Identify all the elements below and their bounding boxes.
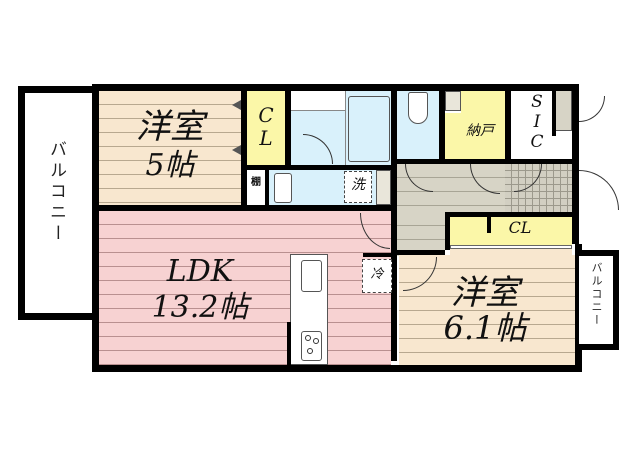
wall-wet-bottom <box>391 159 579 164</box>
wall-closet1-bottom <box>241 165 391 170</box>
wall-closet2-top <box>445 212 578 217</box>
closet-door-marker <box>232 145 241 155</box>
kitchen-sink <box>301 260 322 292</box>
wall-right-lower <box>575 244 582 372</box>
wall-room6-top <box>397 250 445 255</box>
wall-left <box>92 84 99 372</box>
fridge-space <box>362 259 392 293</box>
ldk-name: LDK <box>166 254 234 289</box>
balcony-left-label: バルコニー <box>46 140 66 245</box>
ldk-size: 13.2帖 <box>151 290 249 325</box>
pipe-space <box>376 170 391 205</box>
washer-label: 洗 <box>351 177 365 193</box>
western-room-5 <box>99 91 241 205</box>
bathtub <box>348 96 390 162</box>
closet-2 <box>450 217 572 245</box>
wall-storage-right <box>505 91 511 161</box>
storage-label: 納戸 <box>466 123 494 139</box>
closet-door-marker <box>232 100 241 110</box>
western-room-6-size: 6.1帖 <box>443 309 527 347</box>
sic-s: S <box>531 92 543 112</box>
closet-2-divider <box>487 217 491 233</box>
fridge-wall <box>363 253 397 257</box>
bathroom-counter <box>291 91 345 111</box>
fridge-label: 冷 <box>370 267 384 282</box>
storage-pipe-space <box>445 91 461 111</box>
washer-space <box>344 171 372 203</box>
western-room-5-size: 5帖 <box>145 148 195 183</box>
wall-shelf-right <box>265 170 269 208</box>
closet-1-c: C <box>258 103 274 127</box>
balcony-right-label: バルコニー <box>590 262 603 327</box>
wall-right-upper <box>572 84 579 244</box>
western-room-5-name: 洋室 <box>136 107 204 147</box>
closet-1 <box>247 91 285 165</box>
wall-room5-right <box>241 91 247 261</box>
kitchen-wall <box>287 322 291 365</box>
wall-bottom <box>92 365 582 372</box>
ldk <box>99 211 391 365</box>
shelf-label: 棚 <box>251 177 261 188</box>
sic-i: I <box>533 112 541 132</box>
sic-c: C <box>530 132 544 152</box>
wall-closet2-left <box>445 212 450 250</box>
shelf <box>247 170 265 205</box>
hallway-lower <box>397 212 445 256</box>
wall-top <box>92 84 578 91</box>
western-room-6-upper <box>450 249 572 257</box>
wall-bath-right <box>391 91 397 361</box>
closet-1-l: L <box>259 126 273 150</box>
sink <box>274 173 292 203</box>
stove-icon <box>301 331 322 361</box>
sic-outer-door[interactable] <box>579 96 605 122</box>
wall-sic-shelf <box>552 91 556 136</box>
wall-toilet-right <box>439 91 445 161</box>
sic-shelf <box>555 91 572 131</box>
balcony-right <box>579 250 619 350</box>
balcony-left <box>18 86 98 320</box>
wall-room5-bottom <box>99 205 391 211</box>
closet-2-label: CL <box>508 218 532 237</box>
closet-2-door[interactable] <box>450 245 572 249</box>
wall-closet1-right <box>285 91 291 211</box>
western-room-6-name: 洋室 <box>451 273 519 313</box>
toilet <box>408 92 428 124</box>
entrance-door[interactable] <box>579 170 619 210</box>
